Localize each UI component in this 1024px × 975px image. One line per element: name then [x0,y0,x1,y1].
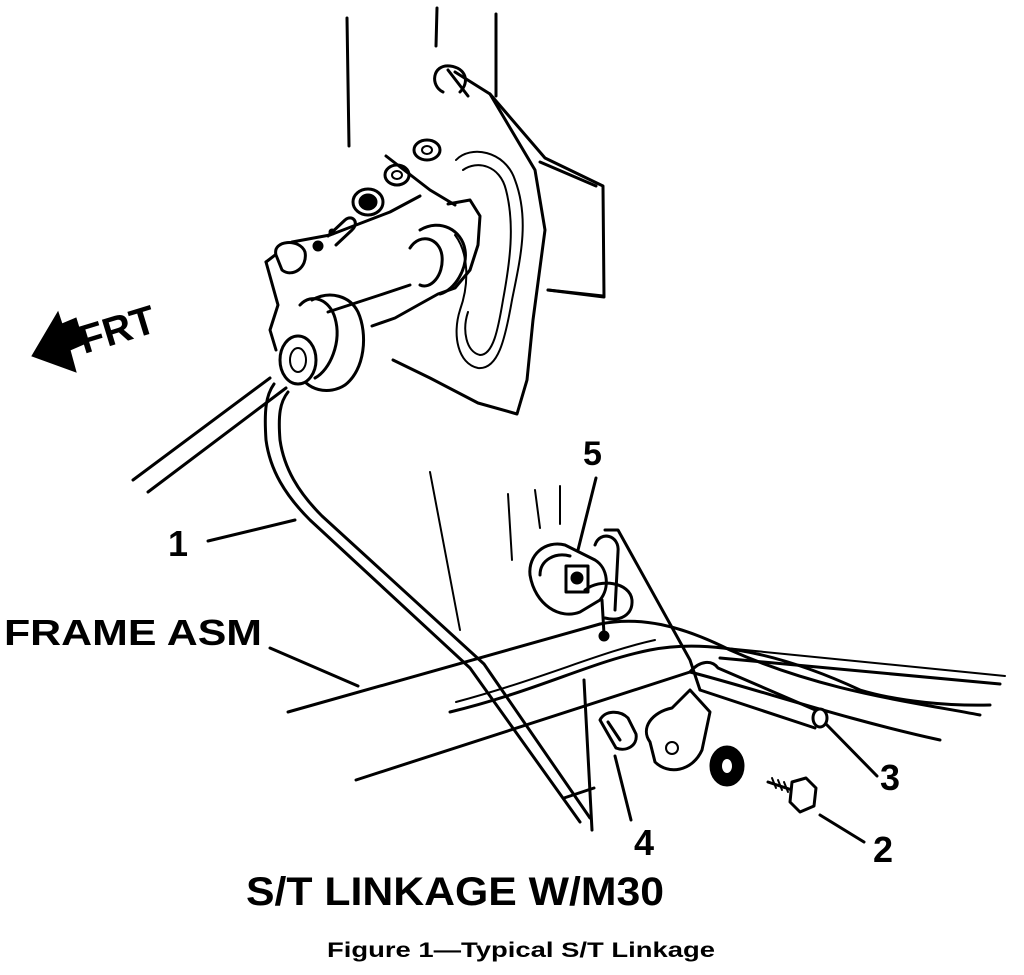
retaining-clip [433,64,470,98]
callout-3: 3 [880,757,900,798]
front-direction: FRT [31,298,161,373]
shift-cable [131,376,288,494]
pivot-block [528,528,702,692]
lever-plate [644,688,712,772]
frt-label: FRT [74,298,161,363]
arrow-left-icon [31,310,85,373]
callout-5: 5 [583,435,602,473]
figure-caption: Figure 1—Typical S/T Linkage [327,939,715,962]
link-rod [688,661,829,730]
diagram-title: S/T LINKAGE W/M30 [246,870,664,914]
mounting-bracket [345,6,606,416]
shift-lever-arm [264,154,457,352]
callout-4: 4 [634,822,654,863]
nut [598,710,638,751]
callout-2: 2 [873,829,893,870]
frame-rails [286,471,1006,782]
washers [351,138,442,217]
washer-bolt [709,745,818,814]
callout-leaders [206,476,879,844]
callout-1: 1 [168,523,188,564]
shaft-assembly [278,198,482,392]
frame-asm-label: FRAME ASM [4,612,262,653]
